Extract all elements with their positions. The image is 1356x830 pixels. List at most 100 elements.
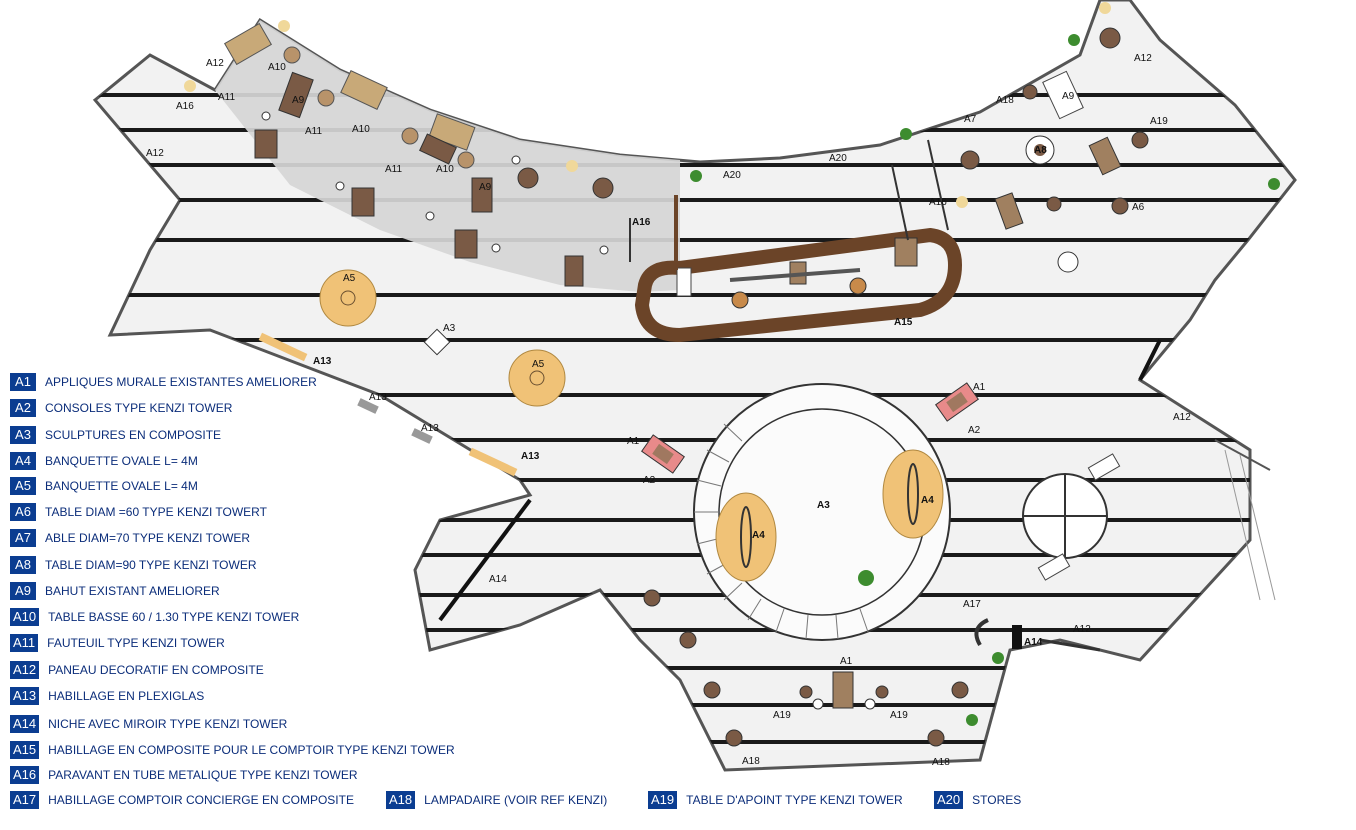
label-a13: A13 [421, 423, 439, 434]
legend-text: BAHUT EXISTANT AMELIORER [45, 584, 220, 598]
label-a13: A13 [313, 356, 332, 367]
legend-text: APPLIQUES MURALE EXISTANTES AMELIORER [45, 375, 317, 389]
label-a16: A16 [929, 197, 947, 208]
label-a8: A8 [1034, 145, 1047, 156]
label-a20: A20 [829, 153, 847, 164]
label-a17: A17 [963, 599, 981, 610]
label-a14: A14 [1024, 637, 1043, 648]
bottom-furniture [643, 589, 969, 747]
legend-code: A12 [10, 661, 40, 679]
legend-item-a12: A12 PANEAU DECORATIF EN COMPOSITE [10, 661, 264, 679]
label-a12: A12 [1134, 53, 1152, 64]
bar-counter [634, 164, 963, 343]
central-staircase [693, 383, 951, 641]
legend-code: A13 [10, 687, 40, 705]
legend-code: A19 [648, 791, 678, 809]
plexi-a13 [258, 332, 518, 477]
legend-item-a11: A11 FAUTEUIL TYPE KENZI TOWER [10, 634, 225, 652]
label-a20: A20 [723, 170, 741, 181]
label-a3: A3 [817, 500, 830, 511]
label-a12: A12 [146, 148, 164, 159]
legend-text: SCULPTURES EN COMPOSITE [45, 428, 222, 442]
label-a12: A12 [1173, 412, 1191, 423]
legend-text: BANQUETTE OVALE L= 4M [45, 454, 198, 468]
label-a16: A16 [632, 217, 651, 228]
legend-item-a18: A18 LAMPADAIRE (VOIR REF KENZI) [386, 791, 607, 809]
legend-code: A6 [10, 503, 36, 521]
consoles-a2 [641, 382, 979, 474]
label-a10: A10 [352, 124, 370, 135]
label-a11: A11 [385, 164, 402, 175]
label-a4: A4 [921, 495, 934, 506]
label-a9: A9 [292, 95, 305, 106]
legend-text: NICHE AVEC MIROIR TYPE KENZI TOWER [48, 717, 288, 731]
label-a10: A10 [436, 164, 454, 175]
wall-accents [438, 339, 1162, 622]
legend-text: STORES [972, 793, 1022, 807]
label-a19: A19 [890, 710, 908, 721]
right-furniture [690, 2, 1280, 273]
legend-code: A7 [10, 529, 36, 547]
legend-item-a6: A6 TABLE DIAM =60 TYPE KENZI TOWERT [10, 503, 267, 521]
label-a19: A19 [773, 710, 791, 721]
legend-text: HABILLAGE EN COMPOSITE POUR LE COMPTOIR … [48, 743, 455, 757]
legend-code: A17 [10, 791, 40, 809]
legend-text: HABILLAGE EN PLEXIGLAS [48, 689, 205, 703]
legend-code: A15 [10, 741, 40, 759]
label-a1: A1 [627, 436, 640, 447]
legend-text: PARAVANT EN TUBE METALIQUE TYPE KENZI TO… [48, 768, 358, 782]
round-banquettes-a5 [319, 269, 566, 407]
legend-item-a1: A1 APPLIQUES MURALE EXISTANTES AMELIORER [10, 373, 317, 391]
legend-code: A1 [10, 373, 36, 391]
legend-code: A16 [10, 766, 40, 784]
legend-text: PANEAU DECORATIF EN COMPOSITE [48, 663, 264, 677]
plan-labels: A12 A10 A11 A9 A11 A10 A16 A12 A11 A10 A… [146, 53, 1191, 768]
label-a14: A14 [489, 574, 507, 585]
label-a16: A16 [176, 101, 194, 112]
legend-code: A14 [10, 715, 40, 733]
legend-text: TABLE DIAM =60 TYPE KENZI TOWERT [45, 505, 267, 519]
legend-item-a17: A17 HABILLAGE COMPTOIR CONCIERGE EN COMPO… [10, 791, 354, 809]
legend-item-a14: A14 NICHE AVEC MIROIR TYPE KENZI TOWER [10, 715, 287, 733]
label-a2: A2 [643, 475, 656, 486]
label-a19: A19 [1150, 116, 1168, 127]
label-a2: A2 [968, 425, 981, 436]
legend-text: FAUTEUIL TYPE KENZI TOWER [47, 636, 225, 650]
label-a12: A12 [1073, 624, 1091, 635]
label-a18: A18 [932, 757, 950, 768]
label-a18: A18 [742, 756, 760, 767]
legend-code: A18 [386, 791, 416, 809]
label-a9: A9 [479, 182, 492, 193]
legend-item-a4: A4 BANQUETTE OVALE L= 4M [10, 452, 198, 470]
legend-text: TABLE BASSE 60 / 1.30 TYPE KENZI TOWER [48, 610, 300, 624]
legend-text: LAMPADAIRE (VOIR REF KENZI) [424, 793, 608, 807]
label-a4: A4 [752, 530, 765, 541]
legend-item-a20: A20 STORES [934, 791, 1021, 809]
legend-code: A11 [10, 634, 39, 652]
lower-right-furniture [966, 439, 1276, 726]
label-a18: A18 [996, 95, 1014, 106]
legend-item-a13: A13 HABILLAGE EN PLEXIGLAS [10, 687, 204, 705]
legend-text: TABLE DIAM=90 TYPE KENZI TOWER [45, 558, 257, 572]
legend-code: A9 [10, 582, 36, 600]
label-a3: A3 [443, 323, 456, 334]
legend-item-a16: A16 PARAVANT EN TUBE METALIQUE TYPE KENZI… [10, 766, 358, 784]
legend-text: HABILLAGE COMPTOIR CONCIERGE EN COMPOSIT… [48, 793, 354, 807]
legend-code: A3 [10, 426, 36, 444]
legend-code: A2 [10, 399, 36, 417]
legend-item-a15: A15 HABILLAGE EN COMPOSITE POUR LE COMPTO… [10, 741, 455, 759]
legend-code: A20 [934, 791, 964, 809]
legend-text: CONSOLES TYPE KENZI TOWER [45, 401, 233, 415]
legend-item-a3: A3 SCULPTURES EN COMPOSITE [10, 426, 221, 444]
legend-text: ABLE DIAM=70 TYPE KENZI TOWER [45, 531, 251, 545]
label-a5: A5 [532, 359, 545, 370]
label-a13: A13 [369, 392, 387, 403]
label-a6: A6 [1132, 202, 1145, 213]
label-a1: A1 [840, 656, 853, 667]
label-a5: A5 [343, 273, 356, 284]
legend-code: A4 [10, 452, 36, 470]
